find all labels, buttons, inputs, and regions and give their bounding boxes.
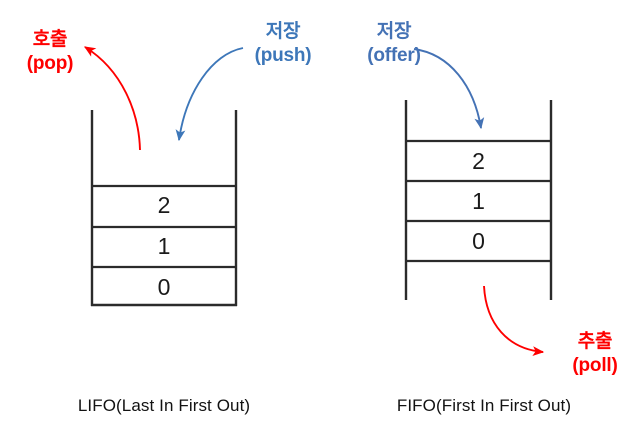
fifo-poll-label: 추출 (poll): [560, 330, 630, 379]
lifo-caption: LIFO(Last In First Out): [77, 396, 251, 415]
lifo-pop-label: 호출 (pop): [4, 28, 96, 77]
lifo-push-label-ko: 저장: [265, 21, 301, 42]
fifo-offer-label-en: (offer): [367, 45, 421, 67]
fifo-cell-value: 1: [472, 188, 485, 214]
fifo-poll-label-ko: 추출: [577, 331, 613, 352]
lifo-cell-value: 1: [157, 233, 171, 259]
lifo-pop-label-en: (pop): [26, 53, 74, 75]
fifo-offer-label-ko: 저장: [376, 21, 412, 42]
lifo-push-label-en: (push): [254, 45, 312, 67]
lifo-cell-value: 2: [157, 192, 171, 218]
lifo-push-label: 저장 (push): [228, 20, 338, 69]
fifo-cell-value: 2: [472, 148, 485, 174]
lifo-cell-value: 0: [157, 274, 171, 300]
fifo-poll-arrow: [483, 285, 545, 357]
fifo-caption: FIFO(First In First Out): [396, 396, 572, 415]
fifo-poll-label-en: (poll): [572, 355, 618, 377]
fifo-cell-value: 0: [472, 228, 485, 254]
lifo-pop-label-ko: 호출: [32, 29, 68, 50]
fifo-offer-label: 저장 (offer): [338, 20, 450, 69]
